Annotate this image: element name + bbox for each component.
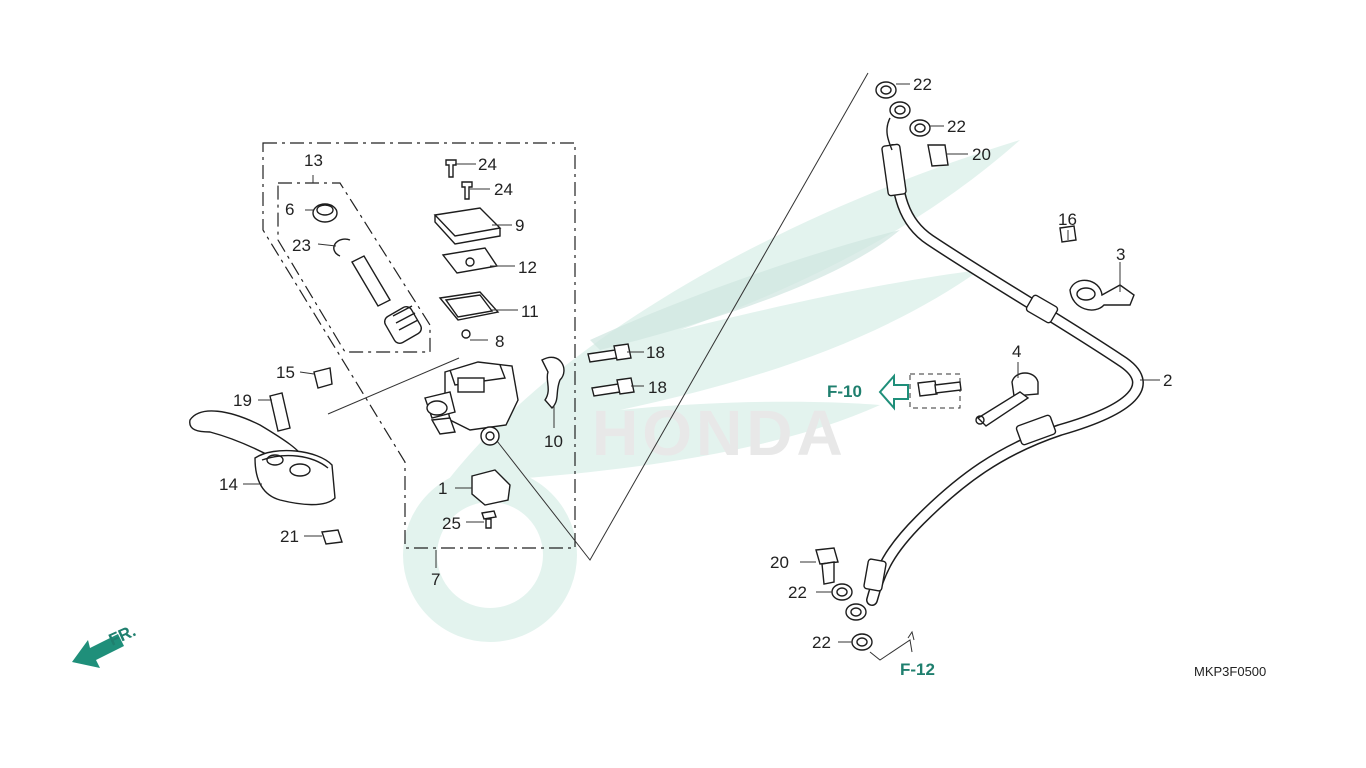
callout-leaders [243, 83, 1160, 643]
callout-7: 7 [431, 570, 440, 589]
part-18-bolts [587, 343, 635, 397]
callout-18-b: 18 [648, 378, 667, 397]
callout-20-b: 20 [770, 553, 789, 572]
master-cylinder-body [424, 361, 519, 446]
callout-11: 11 [521, 302, 539, 321]
callout-15: 15 [276, 363, 295, 382]
callout-22-a: 22 [913, 75, 932, 94]
part-24-screw-b [461, 181, 473, 200]
callout-20-a: 20 [972, 145, 991, 164]
frame-master-cylinder-assy [262, 142, 576, 549]
watermark-honda-text: HONDA [592, 397, 847, 469]
callout-1: 1 [438, 479, 447, 498]
brake-hose [845, 101, 1144, 621]
f10-arrow-icon [878, 373, 909, 411]
brake-lever [189, 410, 336, 506]
reservoir-parts [433, 159, 502, 339]
part-15-bolt [313, 367, 333, 389]
callout-16: 16 [1058, 210, 1077, 229]
callout-3: 3 [1116, 245, 1125, 264]
callout-22-b: 22 [947, 117, 966, 136]
f12-reference-line [869, 639, 913, 661]
part-20-oil-bolts [815, 144, 949, 585]
callout-24-b: 24 [494, 180, 513, 199]
leader-master-link [327, 357, 460, 415]
part-3-clamp [1069, 279, 1135, 311]
piston-rod [351, 255, 391, 307]
leader-hose-assembly [496, 72, 869, 561]
callout-24-a: 24 [478, 155, 497, 174]
callout-25: 25 [442, 514, 461, 533]
part-24-screw-a [445, 159, 457, 178]
part-23-circlip [333, 238, 351, 257]
reference-f12[interactable]: F-12 [900, 660, 935, 679]
reference-f10[interactable]: F-10 [827, 382, 862, 401]
part-4-clamp [975, 372, 1039, 427]
callout-2: 2 [1163, 371, 1172, 390]
callout-22-c: 22 [788, 583, 807, 602]
callout-18-a: 18 [646, 343, 665, 362]
piston-set [312, 203, 422, 344]
callout-10: 10 [544, 432, 563, 451]
callout-6: 6 [285, 200, 294, 219]
callout-13: 13 [304, 151, 323, 170]
callout-14: 14 [219, 475, 238, 494]
callout-4: 4 [1012, 342, 1021, 361]
part-19-pivot [269, 392, 291, 432]
callout-8: 8 [495, 332, 504, 351]
honda-wing-watermark: HONDA [403, 140, 1020, 642]
part-8-float [461, 329, 471, 339]
part-6-boot [312, 203, 338, 223]
callout-21: 21 [280, 527, 299, 546]
frame-piston-set [277, 182, 431, 353]
f10-bolt-box [909, 373, 961, 409]
callout-12: 12 [518, 258, 537, 277]
callout-19: 19 [233, 391, 252, 410]
part-10-holder [541, 356, 565, 410]
part-12-plate [441, 247, 499, 274]
front-direction-arrow-icon [72, 634, 124, 668]
diagram-code: MKP3F0500 [1194, 664, 1266, 679]
callout-9: 9 [515, 216, 524, 235]
front-direction-label: FR. [106, 621, 139, 649]
callout-23: 23 [292, 236, 311, 255]
part-1-switch [471, 469, 511, 506]
callout-22-d: 22 [812, 633, 831, 652]
part-21-nut [321, 529, 343, 545]
part-22-washers [831, 81, 931, 651]
